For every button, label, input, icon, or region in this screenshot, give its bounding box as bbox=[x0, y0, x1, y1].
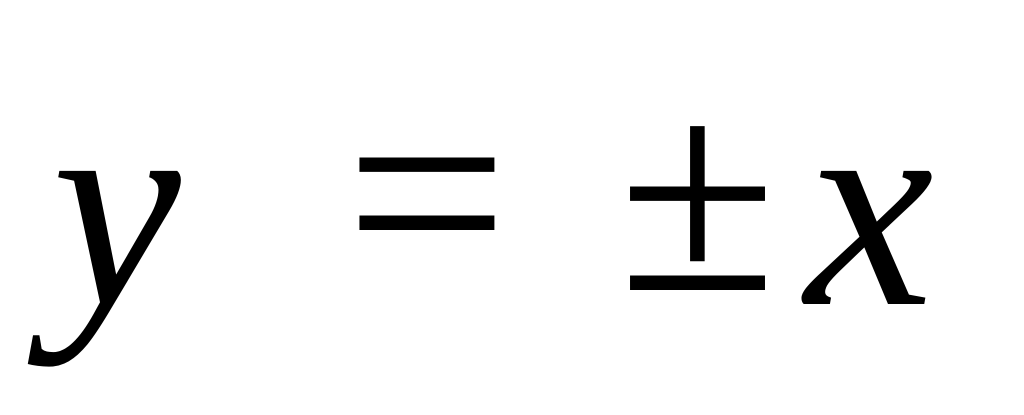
variable-x: x bbox=[805, 46, 934, 367]
plus-minus-sign: ± bbox=[618, 32, 778, 353]
equals-sign: = bbox=[345, 32, 509, 353]
variable-y: y bbox=[52, 46, 181, 367]
